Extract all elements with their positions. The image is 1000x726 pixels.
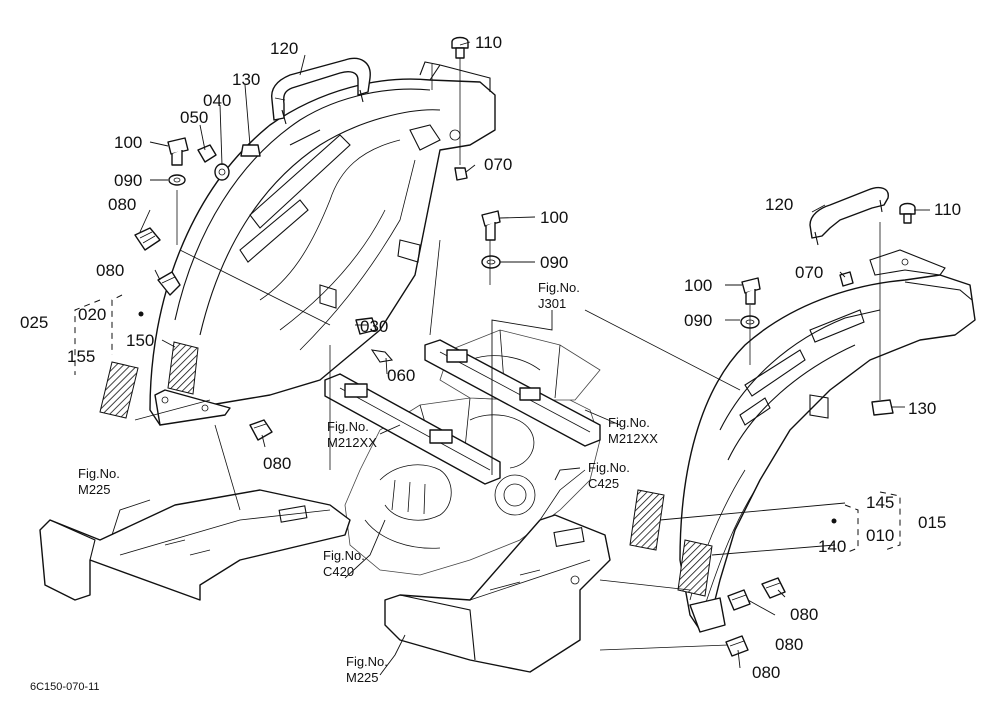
ref-j301-line1: Fig.No.	[538, 280, 580, 295]
right-step-plate	[384, 514, 611, 673]
grommet-080-left-a	[134, 227, 161, 251]
label-130-right: 130	[908, 399, 936, 418]
cap-110-left	[451, 36, 469, 59]
label-025: 025	[20, 313, 48, 332]
label-100-left: 100	[114, 133, 142, 152]
ref-m212b-line2: M212XX	[608, 431, 658, 446]
left-step-plate	[39, 489, 351, 601]
label-090-right: 090	[684, 311, 712, 330]
label-080-right-b: 080	[775, 635, 803, 654]
label-120-right: 120	[765, 195, 793, 214]
right-fender	[679, 249, 976, 633]
label-140: 140	[818, 537, 846, 556]
clamp-030	[355, 317, 377, 335]
label-080-left-c: 080	[263, 454, 291, 473]
diagram-code: 6C150-070-11	[30, 681, 100, 693]
clip-050	[197, 144, 217, 163]
label-080-left-b: 080	[96, 261, 124, 280]
label-080-right-a: 080	[790, 605, 818, 624]
ref-c420-line1: Fig.No.	[323, 548, 365, 563]
label-100-mid: 100	[540, 208, 568, 227]
label-060: 060	[387, 366, 415, 385]
bolt-100-left	[167, 137, 189, 166]
label-015: 015	[918, 513, 946, 532]
grommet-080-left-c	[249, 419, 273, 441]
ref-m212a-line2: M212XX	[327, 435, 377, 450]
decal-150	[167, 341, 199, 395]
decal-155	[99, 361, 139, 419]
grommet-080-right-a	[761, 577, 786, 599]
label-080-left-a: 080	[108, 195, 136, 214]
decal-145	[629, 489, 665, 551]
leader-lines	[111, 41, 930, 676]
ref-m212b-line1: Fig.No.	[608, 415, 650, 430]
label-030: 030	[360, 317, 388, 336]
left-fender	[149, 61, 496, 426]
label-070-left: 070	[484, 155, 512, 174]
washer-090-mid	[481, 255, 501, 269]
ref-dot-left	[138, 311, 144, 317]
label-110-right: 110	[934, 200, 961, 219]
label-070-right: 070	[795, 263, 823, 282]
label-100-right: 100	[684, 276, 712, 295]
left-handle	[271, 57, 371, 125]
bolt-100-right	[741, 277, 761, 305]
right-handle	[809, 186, 889, 246]
label-090-mid: 090	[540, 253, 568, 272]
label-120-left: 120	[270, 39, 298, 58]
label-090-left: 090	[114, 171, 142, 190]
cap-110-right	[899, 202, 916, 224]
ref-m225b-line1: Fig.No.	[346, 654, 388, 669]
label-155: 155	[67, 347, 95, 366]
label-130-left: 130	[232, 70, 260, 89]
frame-rails	[324, 339, 601, 485]
figure-references: Fig.No. J301 Fig.No. M212XX Fig.No. M212…	[78, 280, 658, 685]
label-050: 050	[180, 108, 208, 127]
label-010: 010	[866, 526, 894, 545]
grommet-080-right-c	[725, 635, 749, 657]
grommet-080-left-b	[157, 271, 181, 296]
grommet-080-right-b	[727, 589, 751, 611]
set-brackets	[74, 294, 901, 553]
bolt-100-mid	[481, 210, 501, 241]
ref-j301-line2: J301	[538, 296, 566, 311]
clip-060	[370, 349, 394, 363]
cushion-130-right	[871, 399, 894, 416]
ref-c420-line2: C420	[323, 564, 354, 579]
ref-dot-right	[831, 518, 837, 524]
label-040: 040	[203, 91, 231, 110]
cushion-130-left	[240, 144, 261, 157]
washer-090-left	[168, 174, 186, 186]
decal-140	[677, 539, 713, 597]
ref-c425-line1: Fig.No.	[588, 460, 630, 475]
ref-c425-line2: C425	[588, 476, 619, 491]
ref-m212a-line1: Fig.No.	[327, 419, 369, 434]
ref-m225a-line2: M225	[78, 482, 111, 497]
ref-m225a-line1: Fig.No.	[78, 466, 120, 481]
label-080-right-c: 080	[752, 663, 780, 682]
label-020: 020	[78, 305, 106, 324]
label-110-left: 110	[475, 33, 502, 52]
ref-m225b-line2: M225	[346, 670, 379, 685]
label-145: 145	[866, 493, 894, 512]
nut-070-left	[454, 167, 468, 181]
label-150: 150	[126, 331, 154, 350]
washer-040	[214, 163, 230, 181]
part-labels: 120 110 130 040 050 100 090 080 080 070 …	[20, 33, 961, 682]
